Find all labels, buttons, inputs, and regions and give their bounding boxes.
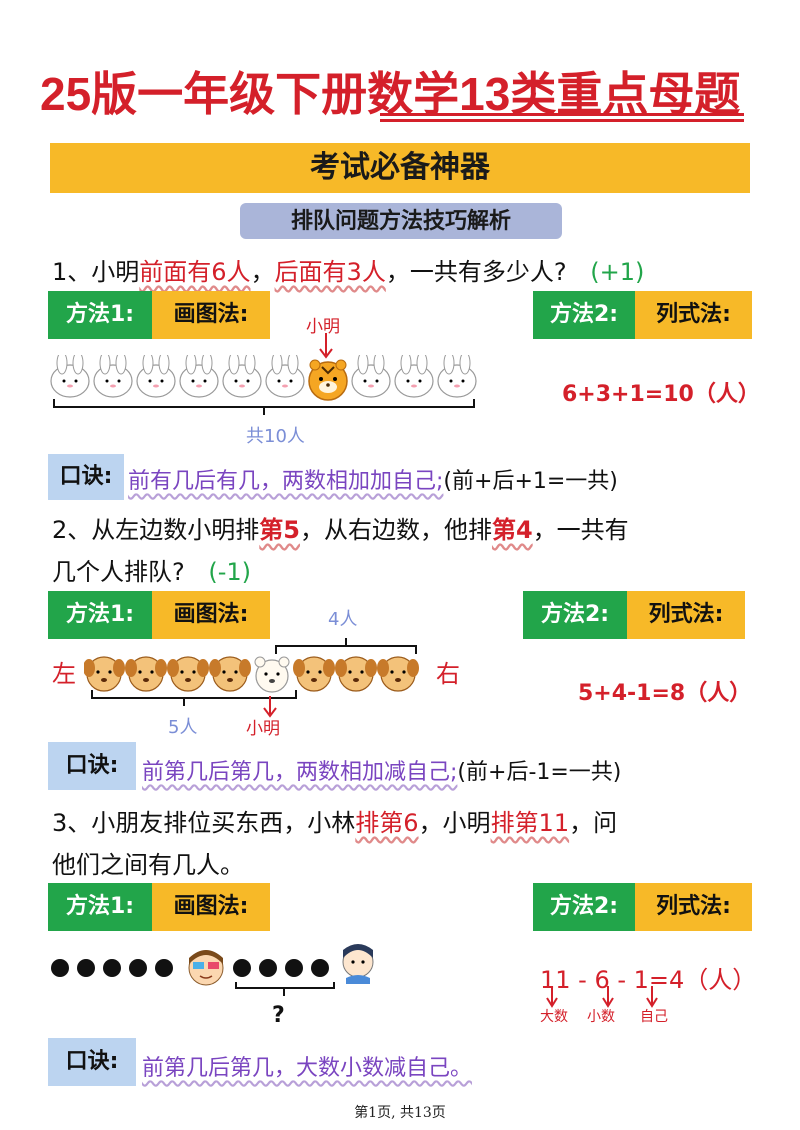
title-underline xyxy=(380,113,744,116)
rabbit-icon xyxy=(437,355,477,398)
formula-arrows xyxy=(546,986,658,1008)
queue-figure-3 xyxy=(51,944,374,996)
rhyme-line: 前有几后有几，两数相加加自己;(前+后+1=一共) xyxy=(128,469,618,494)
brace xyxy=(53,399,475,408)
dot xyxy=(155,959,173,977)
question-1: 1、小明前面有6人，后面有3人，一共有多少人? (+1) xyxy=(52,258,645,286)
dot xyxy=(233,959,251,977)
formula: 5+4-1=8（人） xyxy=(578,681,752,706)
method2-name: 列式法: xyxy=(627,591,745,639)
rabbit-icon xyxy=(351,355,391,398)
banner: 考试必备神器 xyxy=(50,143,750,193)
rabbit-icon xyxy=(222,355,262,398)
question-3-line2: 他们之间有几人。 xyxy=(52,851,244,879)
label-self: 自己 xyxy=(640,1009,668,1025)
marker-label: 小明 xyxy=(306,317,340,337)
queue-figure-2 xyxy=(84,638,419,706)
down-arrow-icon xyxy=(602,997,614,1008)
dot xyxy=(77,959,95,977)
method2-name: 列式法: xyxy=(635,291,752,339)
label-small-number: 小数 xyxy=(587,1009,615,1025)
dot xyxy=(311,959,329,977)
rabbit-icon xyxy=(50,355,90,398)
dog-icon xyxy=(209,656,251,692)
rhyme-label: 口诀: xyxy=(48,1038,136,1086)
brace xyxy=(235,982,335,989)
title-underline xyxy=(380,119,744,122)
rabbit-icon xyxy=(93,355,133,398)
rhyme-label: 口诀: xyxy=(48,742,136,790)
label-big-number: 大数 xyxy=(540,1009,568,1025)
dot xyxy=(129,959,147,977)
rabbit-icon xyxy=(394,355,434,398)
brace xyxy=(91,690,297,699)
rabbit-icon xyxy=(265,355,305,398)
left-label: 左 xyxy=(52,660,76,688)
down-arrow-icon xyxy=(546,997,558,1008)
top-count-label: 4人 xyxy=(328,609,358,630)
formula: 6+3+1=10（人） xyxy=(562,382,760,407)
marker-label: 小明 xyxy=(246,719,280,739)
total-label: 共10人 xyxy=(246,426,305,447)
method1-name: 画图法: xyxy=(152,883,270,931)
down-arrow-icon xyxy=(319,333,333,359)
method1-name: 画图法: xyxy=(152,291,270,339)
queue-figure-1 xyxy=(50,355,477,415)
up-arrow-icon xyxy=(263,696,277,718)
brace xyxy=(275,645,417,654)
method1-prefix: 方法1: xyxy=(48,591,152,639)
right-label: 右 xyxy=(436,660,460,688)
rhyme-line: 前第几后第几，大数小数减自己。 xyxy=(142,1056,473,1081)
boy-icon xyxy=(342,944,374,984)
method1-prefix: 方法1: xyxy=(48,883,152,931)
down-arrow-icon xyxy=(646,997,658,1008)
dot xyxy=(103,959,121,977)
rhyme-line: 前第几后第几，两数相加减自己;(前+后-1=一共) xyxy=(142,760,622,785)
hint: (-1) xyxy=(208,558,252,586)
dog-icon xyxy=(293,656,335,692)
page-title: 25版一年级下册数学13类重点母题 xyxy=(40,68,741,120)
tiger-icon xyxy=(308,359,348,401)
formula: 11 - 6 - 1=4（人） xyxy=(540,966,757,994)
child-icon xyxy=(188,950,224,986)
rabbit-icon xyxy=(179,355,219,398)
dog-icon xyxy=(125,656,167,692)
dot xyxy=(51,959,69,977)
bottom-count-label: 5人 xyxy=(168,717,198,738)
method2-name: 列式法: xyxy=(635,883,752,931)
method1-name: 画图法: xyxy=(152,591,270,639)
page-footer: 第1页, 共13页 xyxy=(354,1105,446,1121)
rhyme-label: 口诀: xyxy=(48,454,124,500)
dot xyxy=(259,959,277,977)
question-2: 2、从左边数小明排第5，从右边数，他排第4，一共有 xyxy=(52,516,629,544)
method2-prefix: 方法2: xyxy=(523,591,627,639)
question-3: 3、小朋友排位买东西，小林排第6，小明排第11，问 xyxy=(52,809,618,837)
bear-icon xyxy=(254,656,290,693)
dog-icon xyxy=(167,656,209,692)
dog-icon xyxy=(377,656,419,692)
method2-prefix: 方法2: xyxy=(533,883,635,931)
hint: (+1) xyxy=(590,258,645,286)
method2-prefix: 方法2: xyxy=(533,291,635,339)
rabbit-icon xyxy=(136,355,176,398)
question-2-line2: 几个人排队? (-1) xyxy=(52,558,252,586)
dog-icon xyxy=(84,656,125,692)
dog-icon xyxy=(335,656,377,692)
method1-prefix: 方法1: xyxy=(48,291,152,339)
question-mark: ? xyxy=(272,1003,285,1028)
dot xyxy=(285,959,303,977)
sub-banner: 排队问题方法技巧解析 xyxy=(240,203,562,239)
